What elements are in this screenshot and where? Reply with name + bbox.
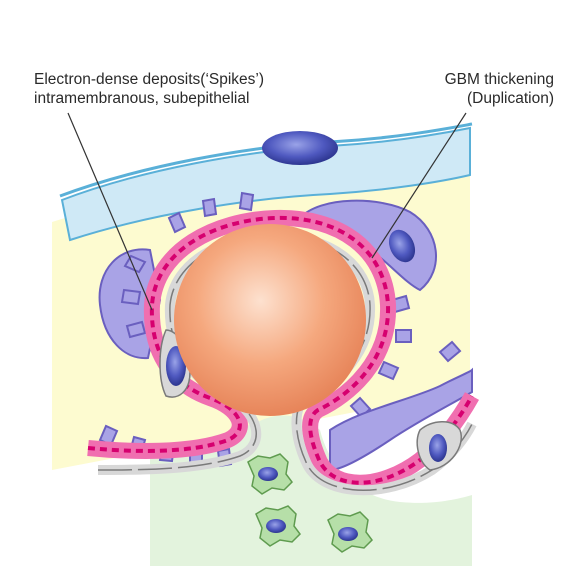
deposits-label-line1: Electron-dense deposits(‘Spikes’) <box>34 71 265 88</box>
deposits-label: Electron-dense deposits(‘Spikes’) intram… <box>34 70 264 108</box>
gbm-label-line2: (Duplication) <box>466 90 554 107</box>
foot-processes-left <box>120 191 255 339</box>
deposits-label-line2: intramembranous, subepithelial <box>34 90 250 107</box>
podocyte-right-nucleus <box>388 229 416 263</box>
mesangial-cell-2 <box>255 505 301 547</box>
gbm-label-line1: GBM thickening <box>444 71 554 88</box>
podocyte-lower-right <box>329 367 473 472</box>
gbm-thickening-label: GBM thickening (Duplication) <box>445 70 554 108</box>
parietal-cell-nucleus <box>262 131 338 165</box>
leader-line-gbm <box>371 112 467 259</box>
red-blood-cell <box>174 224 366 416</box>
endothelial-right-nucleus <box>429 434 447 462</box>
mesangial-cell-3 <box>327 511 373 553</box>
gbm-deposits <box>87 215 474 485</box>
mesangial-cell-1 <box>247 453 293 495</box>
endothelial-nucleus <box>166 346 186 386</box>
leader-line-deposits <box>67 112 153 311</box>
